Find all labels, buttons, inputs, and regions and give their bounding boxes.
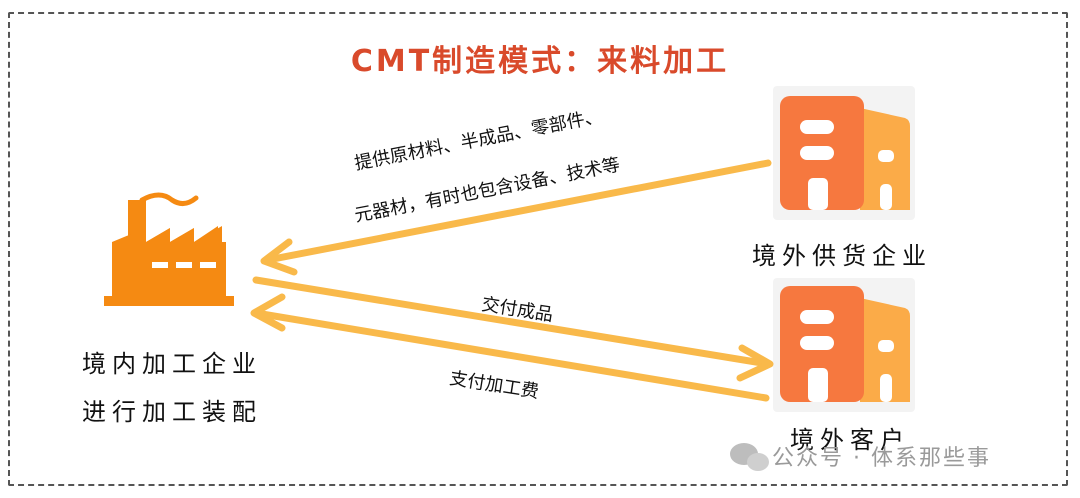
factory-icon (104, 192, 234, 306)
diagram-title: CMT制造模式：来料加工 (350, 44, 730, 79)
deliver-arrow (252, 276, 774, 382)
customer-building-icon (773, 278, 915, 412)
wechat-icon (730, 443, 769, 471)
supplier-building-icon (773, 86, 915, 220)
foreign-supplier-label: 境外供货企业 (752, 242, 932, 270)
dashed-frame (8, 12, 1068, 486)
supply-arrow (260, 159, 772, 276)
foreign-customer-label: 境外客户 (790, 426, 910, 454)
watermark-text: 公众号 · 体系那些事 (772, 446, 991, 471)
payment-arrow (250, 293, 770, 402)
watermark: 公众号 · 体系那些事 (772, 440, 991, 472)
domestic-enterprise-label-line1: 境内加工企业 (82, 350, 262, 378)
domestic-enterprise-label-line2: 进行加工装配 (82, 398, 262, 426)
